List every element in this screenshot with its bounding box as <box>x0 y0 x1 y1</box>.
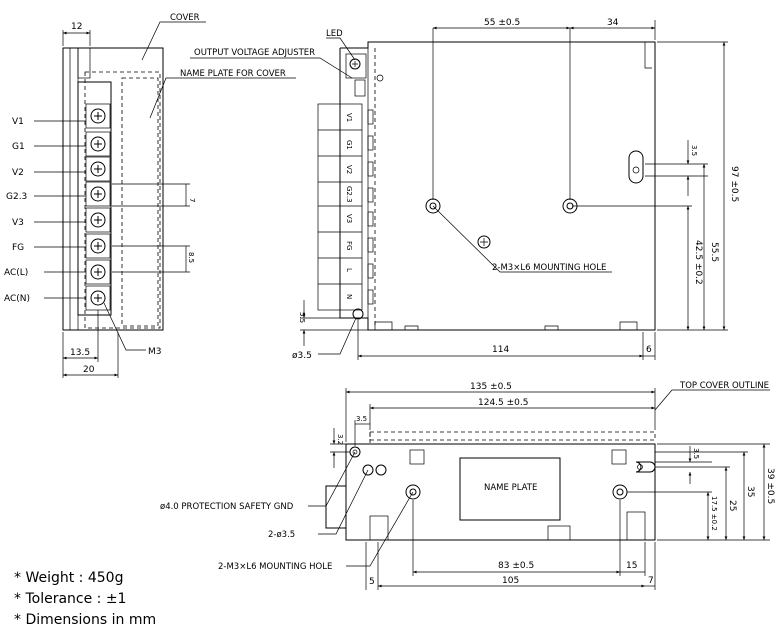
label-top-cover: TOP COVER OUTLINE <box>679 381 769 391</box>
dim-3-5-right: 3.5 <box>692 448 700 459</box>
dim-15: 15 <box>626 561 637 571</box>
dim-17-5: 17.5 ±0.2 <box>710 496 718 531</box>
label-led: LED <box>326 29 343 39</box>
dim-42-5: 42.5 ±0.2 <box>693 240 703 285</box>
terminal-label-6: AC(L) <box>4 268 28 278</box>
top-terminal-block: V1 G1 V2 G2.3 V3 FG L N <box>317 103 374 311</box>
terminal-block <box>77 81 112 316</box>
dim-55: 55 ±0.5 <box>484 18 520 28</box>
terminal-label-5: FG <box>12 243 24 253</box>
label-name-plate: NAME PLATE <box>484 483 537 493</box>
top-body-outline <box>339 41 656 331</box>
terminal-screws <box>85 103 111 311</box>
label-name-plate-cover: NAME PLATE FOR COVER <box>180 69 286 79</box>
terminal-label-0: V1 <box>12 117 24 127</box>
left-name-plate-dashed <box>121 77 159 327</box>
label-mounting-side: 2-M3×L6 MOUNTING HOLE <box>218 562 332 572</box>
dim-8-5: 8.5 <box>187 252 195 263</box>
dim-39: 39 ±0.5 <box>765 468 775 504</box>
dim-35: 35 <box>745 486 755 497</box>
label-adjuster: OUTPUT VOLTAGE ADJUSTER <box>194 48 315 58</box>
dim-3-2: 3.2 <box>336 434 344 445</box>
side-view: NAME PLATE 135 ±0.5 124.5 ±0.5 3.5 <box>160 381 775 590</box>
dim-13-5: 13.5 <box>70 348 90 358</box>
dim-124-5: 124.5 ±0.5 <box>478 398 528 408</box>
left-body-outline <box>62 47 164 331</box>
note-units: * Dimensions in mm <box>14 612 157 628</box>
dim-12: 12 <box>71 22 82 32</box>
dim-5-5: 5.5 <box>298 312 306 323</box>
dim-135: 135 ±0.5 <box>470 382 512 392</box>
note-weight: * Weight : 450g <box>14 570 124 586</box>
side-holes <box>349 446 656 500</box>
notes: * Weight : 450g * Tolerance : ±1 * Dimen… <box>14 568 156 631</box>
top-terminal-mark-4: V3 <box>345 214 353 223</box>
top-terminal-mark-0: V1 <box>345 113 353 122</box>
top-terminal-mark-1: G1 <box>345 140 353 150</box>
label-2-holes: 2-ø3.5 <box>268 530 295 540</box>
dim-105: 105 <box>502 576 519 586</box>
top-terminal-mark-2: V2 <box>345 165 353 174</box>
label-m3: M3 <box>148 347 162 357</box>
left-cover-dashed <box>84 71 161 329</box>
terminal-label-3: G2.3 <box>6 192 27 202</box>
led-icon <box>376 74 384 82</box>
top-cover-outline-dashed <box>369 431 656 441</box>
top-view: LED OUTPUT VOLTAGE ADJUSTER V1 <box>190 18 739 361</box>
terminal-label-2: V2 <box>12 168 24 178</box>
note-tolerance: * Tolerance : ±1 <box>14 591 127 607</box>
top-terminal-mark-7: N <box>345 294 353 299</box>
dim-34: 34 <box>607 18 619 28</box>
dim-20: 20 <box>83 365 95 375</box>
terminal-label-7: AC(N) <box>4 294 30 304</box>
terminal-label-4: V3 <box>12 218 24 228</box>
dim-3-5-top: 3.5 <box>690 145 698 156</box>
dim-7: 7 <box>648 576 654 586</box>
dim-25: 25 <box>727 500 737 511</box>
dim-6: 6 <box>646 345 652 355</box>
dim-97: 97 ±0.5 <box>729 166 739 202</box>
dim-3-5-side: 3.5 <box>356 415 367 423</box>
top-terminal-mark-3: G2.3 <box>345 186 353 203</box>
dim-83: 83 ±0.5 <box>498 561 534 571</box>
name-plate <box>459 457 561 521</box>
dim-hole-3-5: ø3.5 <box>292 351 312 361</box>
dim-55-5: 55.5 <box>709 242 719 262</box>
top-mounting-holes <box>352 150 644 320</box>
top-terminal-mark-5: FG <box>345 241 353 250</box>
dim-5: 5 <box>369 577 375 587</box>
dim-114: 114 <box>492 345 509 355</box>
top-terminal-mark-6: L <box>345 268 353 272</box>
dim-7: 7 <box>188 198 196 202</box>
label-cover: COVER <box>170 13 200 23</box>
terminal-label-1: G1 <box>12 142 25 152</box>
left-view: V1 G1 V2 G2.3 V3 FG AC(L) AC(N) 12 COVER… <box>4 13 296 378</box>
label-gnd: ø4.0 PROTECTION SAFETY GND <box>160 502 294 512</box>
adjuster-icon <box>349 58 361 70</box>
label-mounting-top: 2-M3×L6 MOUNTING HOLE <box>492 263 606 273</box>
